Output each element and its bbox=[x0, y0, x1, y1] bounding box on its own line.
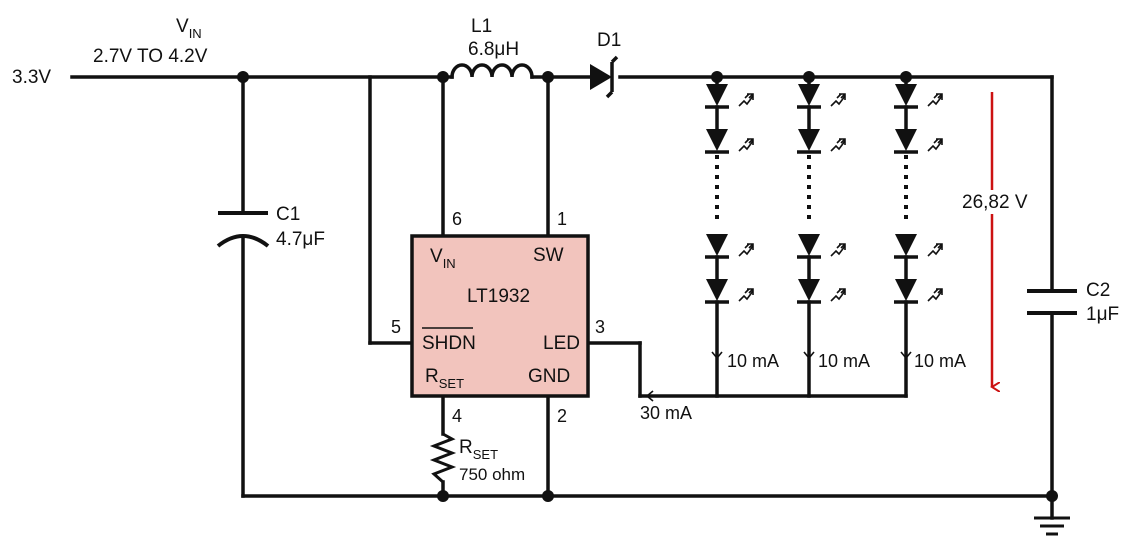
current-annotations: 10 mA 10 mA 10 mA 30 mA bbox=[640, 351, 966, 423]
ic-name: LT1932 bbox=[467, 286, 530, 307]
diode-d1: D1 bbox=[590, 30, 621, 99]
wires bbox=[70, 75, 1054, 520]
total-current: 30 mA bbox=[640, 403, 692, 423]
pin-number-shdn: 5 bbox=[391, 317, 401, 337]
rset-value: 750 ohm bbox=[459, 465, 525, 484]
string-3-current: 10 mA bbox=[914, 351, 966, 371]
output-voltage-annotation: 26,82 V bbox=[958, 92, 1032, 387]
ic-pin-led-name: LED bbox=[543, 333, 580, 354]
ic-lt1932: LT1932 VIN SW SHDN LED RSET GND 6 1 5 3 … bbox=[391, 209, 605, 426]
inductor-value: 6.8μH bbox=[468, 39, 519, 60]
rset-label: RSET bbox=[459, 437, 498, 462]
c1-ref: C1 bbox=[276, 204, 300, 225]
ic-pin-gnd-name: GND bbox=[528, 366, 570, 387]
led-string-2 bbox=[795, 82, 847, 304]
ic-pin-vin-name: VIN bbox=[430, 246, 456, 271]
c2-value: 1μF bbox=[1086, 304, 1119, 325]
pin-number-gnd: 2 bbox=[557, 406, 567, 426]
diode-ref: D1 bbox=[597, 30, 621, 51]
pin-number-led: 3 bbox=[595, 317, 605, 337]
ic-pin-rset-name: RSET bbox=[425, 366, 464, 391]
ic-pin-shdn-name: SHDN bbox=[422, 333, 476, 354]
input-voltage-label: 3.3V bbox=[12, 67, 51, 88]
capacitor-c2: C2 1μF bbox=[1027, 280, 1119, 325]
vin-label: VIN bbox=[176, 16, 202, 41]
inductor-ref: L1 bbox=[471, 16, 492, 37]
led-string-1 bbox=[703, 82, 755, 304]
junction-dots bbox=[237, 71, 1058, 502]
pin-number-sw: 1 bbox=[557, 209, 567, 229]
c1-value: 4.7μF bbox=[276, 229, 325, 250]
output-voltage-label-bg bbox=[958, 190, 1032, 214]
ground-icon bbox=[1034, 516, 1070, 536]
inductor-l1: L1 6.8μH bbox=[450, 16, 534, 79]
c2-ref: C2 bbox=[1086, 280, 1110, 301]
pin-number-rset: 4 bbox=[452, 406, 462, 426]
pin-number-vin: 6 bbox=[452, 209, 462, 229]
resistor-rset: RSET 750 ohm bbox=[429, 432, 525, 484]
string-2-current: 10 mA bbox=[818, 351, 870, 371]
capacitor-c1: C1 4.7μF bbox=[216, 204, 325, 250]
vin-range-label: 2.7V TO 4.2V bbox=[93, 46, 208, 67]
led-string-3 bbox=[892, 82, 944, 304]
string-1-current: 10 mA bbox=[727, 351, 779, 371]
output-voltage-label: 26,82 V bbox=[962, 192, 1028, 213]
ic-pin-sw-name: SW bbox=[533, 245, 564, 266]
ic-body bbox=[410, 234, 590, 398]
